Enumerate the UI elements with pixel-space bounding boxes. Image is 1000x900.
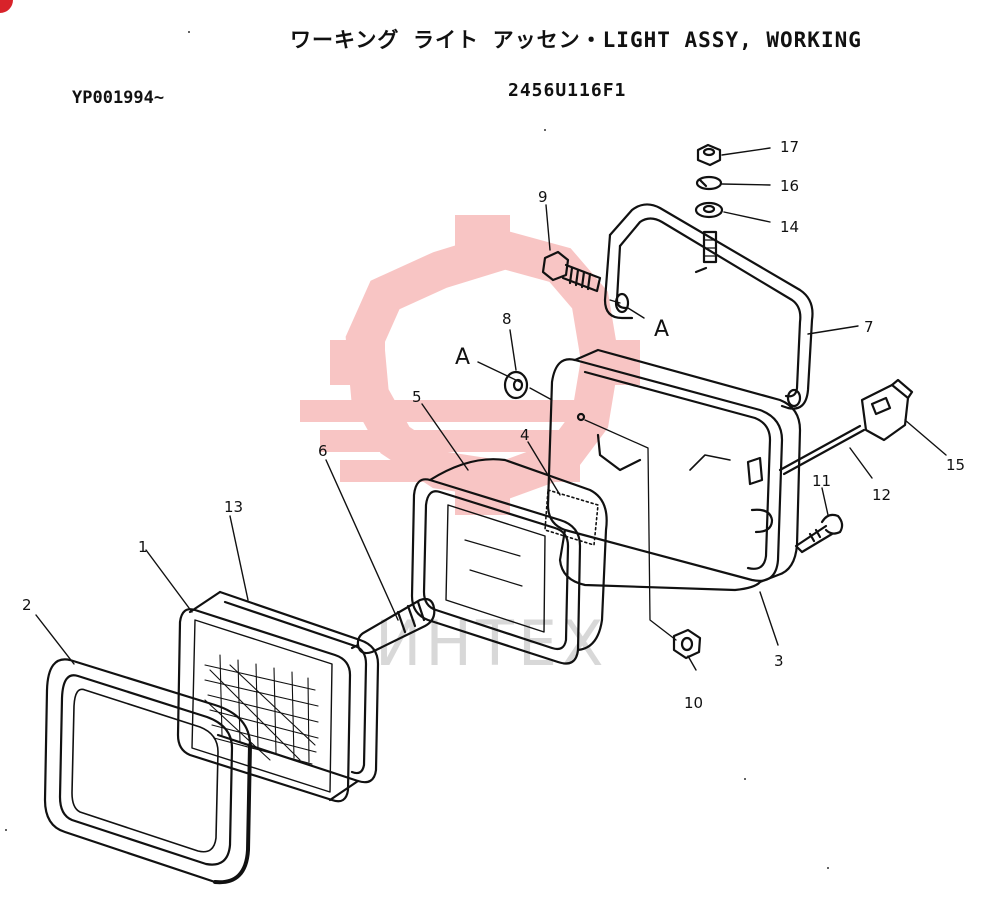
part-8-washer	[503, 370, 529, 400]
part-1-lens	[176, 608, 352, 803]
part-17-nut	[696, 143, 722, 167]
leader-lines	[35, 147, 947, 671]
callout-1: 1	[138, 538, 148, 556]
part-4-label	[544, 489, 599, 546]
part-12-wire	[778, 424, 866, 476]
callout-15: 15	[946, 456, 965, 474]
callout-10: 10	[684, 694, 703, 712]
serial-range: YP001994~	[72, 88, 165, 108]
corner-badge-icon	[0, 0, 13, 13]
callout-9: 9	[538, 188, 548, 206]
part-3-housing	[546, 348, 802, 592]
part-14-washer	[694, 201, 724, 219]
part-2-bezel	[43, 658, 252, 885]
watermark-text: ИНТЕХ	[375, 607, 608, 680]
callout-14: 14	[780, 218, 799, 236]
callout-12: 12	[872, 486, 891, 504]
callout-2: 2	[22, 596, 32, 614]
callout-3: 3	[774, 652, 784, 670]
reference-mark-a-right: A	[654, 317, 669, 342]
callout-11: 11	[812, 472, 831, 490]
watermark-gear-icon	[300, 215, 640, 515]
callout-6: 6	[318, 442, 328, 460]
part-code: 2456U116F1	[508, 80, 627, 101]
part-10-nut	[672, 628, 702, 660]
part-7-bracket	[603, 203, 814, 410]
callout-13: 13	[224, 498, 243, 516]
callout-16: 16	[780, 177, 799, 195]
scan-specks	[5, 31, 829, 869]
diagram-title: ワーキング ライト アッセン・LIGHT ASSY, WORKING	[290, 28, 862, 52]
reference-mark-a-left: A	[455, 345, 470, 370]
callout-4: 4	[520, 426, 530, 444]
part-11-screw	[794, 513, 844, 554]
assembly-lines	[529, 299, 677, 641]
callout-labels: 1 2 3 4 5 6 7 8 9 10 11 12 13 14 15 16 1…	[22, 138, 965, 712]
callout-5: 5	[412, 388, 422, 406]
part-16-lock-washer	[695, 175, 723, 191]
callout-7: 7	[864, 318, 874, 336]
part-9-bolt	[541, 250, 602, 293]
callout-8: 8	[502, 310, 512, 328]
callout-17: 17	[780, 138, 799, 156]
part-15-connector	[860, 378, 914, 442]
bracket-stud	[702, 230, 718, 264]
